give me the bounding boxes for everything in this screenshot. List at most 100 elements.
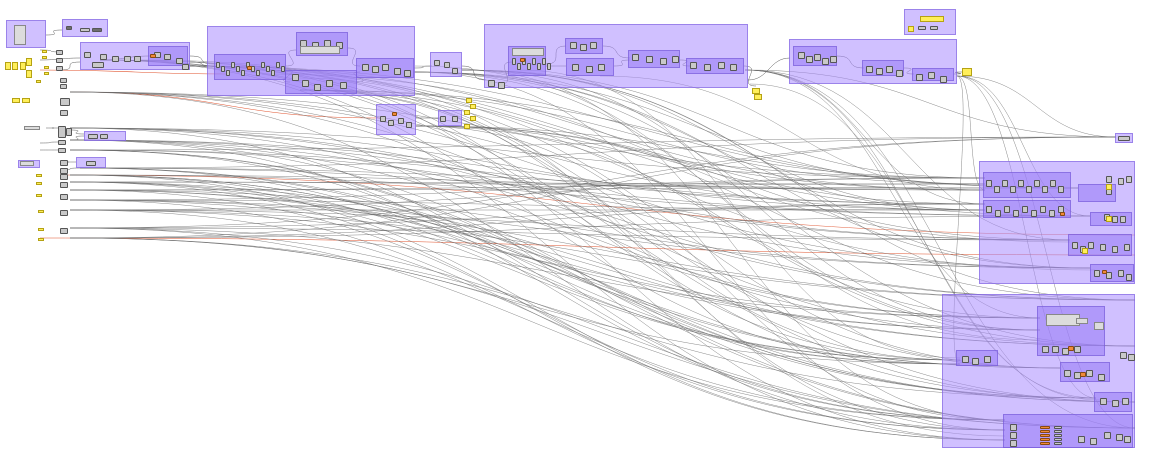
yellow-panel[interactable] (1106, 184, 1112, 190)
component-node[interactable] (1058, 186, 1064, 193)
component-node[interactable] (92, 28, 102, 32)
yellow-panel[interactable] (22, 98, 30, 103)
component-node[interactable] (302, 80, 309, 87)
component-node[interactable] (1042, 346, 1049, 353)
component-node[interactable] (798, 52, 805, 59)
component-node[interactable] (1094, 270, 1100, 277)
component-node[interactable] (488, 80, 495, 87)
component-node[interactable] (1062, 348, 1069, 355)
component-node[interactable] (216, 62, 220, 68)
panel-node[interactable] (1046, 314, 1080, 326)
component-node[interactable] (1022, 206, 1028, 213)
component-node[interactable] (176, 58, 183, 64)
yellow-panel[interactable] (26, 58, 32, 66)
component-node[interactable] (56, 58, 63, 63)
component-node[interactable] (1106, 176, 1112, 183)
subgroup-ana-1[interactable] (983, 172, 1071, 198)
yellow-panel[interactable] (26, 70, 32, 78)
yellow-panel[interactable] (470, 116, 476, 121)
component-node[interactable] (86, 161, 96, 166)
component-node[interactable] (672, 56, 679, 63)
component-node[interactable] (1122, 398, 1129, 405)
slider-node[interactable] (44, 66, 49, 69)
component-node[interactable] (100, 54, 107, 60)
component-node[interactable] (1080, 372, 1086, 377)
component-node[interactable] (60, 174, 68, 180)
param-image-node[interactable] (14, 25, 26, 45)
component-node[interactable] (704, 64, 711, 71)
component-node[interactable] (60, 110, 68, 116)
component-node[interactable] (66, 128, 72, 136)
component-node[interactable] (1004, 206, 1010, 213)
component-node[interactable] (1049, 210, 1055, 217)
component-node[interactable] (58, 148, 66, 153)
component-node[interactable] (1013, 210, 1019, 217)
component-node[interactable] (598, 64, 605, 71)
component-node[interactable] (1090, 438, 1097, 445)
component-node[interactable] (1118, 270, 1124, 277)
component-node[interactable] (547, 63, 551, 70)
component-node[interactable] (876, 68, 883, 75)
component-node[interactable] (380, 116, 386, 122)
component-node[interactable] (830, 56, 837, 63)
component-node[interactable] (236, 66, 240, 72)
component-node[interactable] (632, 54, 639, 61)
component-node[interactable] (440, 116, 446, 122)
component-node[interactable] (60, 160, 68, 166)
component-node[interactable] (247, 66, 252, 70)
slider-node[interactable] (36, 80, 41, 83)
component-node[interactable] (590, 42, 597, 49)
component-node[interactable] (1040, 442, 1050, 445)
slider-node[interactable] (38, 228, 44, 231)
component-node[interactable] (1054, 430, 1062, 433)
component-node[interactable] (1010, 424, 1017, 431)
component-node[interactable] (527, 63, 531, 70)
component-node[interactable] (261, 62, 265, 68)
component-node[interactable] (56, 50, 63, 55)
component-node[interactable] (1100, 244, 1106, 251)
component-node[interactable] (452, 68, 458, 74)
component-node[interactable] (314, 84, 321, 91)
component-node[interactable] (572, 64, 579, 71)
component-node[interactable] (80, 28, 90, 32)
component-node[interactable] (498, 82, 505, 89)
component-node[interactable] (60, 168, 68, 174)
subgroup-res-5[interactable] (1003, 414, 1133, 448)
component-node[interactable] (1088, 242, 1094, 249)
component-node[interactable] (972, 358, 979, 365)
component-node[interactable] (1126, 176, 1132, 183)
component-node[interactable] (1054, 442, 1062, 445)
slider-node[interactable] (42, 50, 47, 53)
component-node[interactable] (112, 56, 119, 62)
subgroup-ana-6[interactable] (1090, 264, 1134, 282)
yellow-panel[interactable] (752, 88, 760, 94)
component-node[interactable] (292, 74, 299, 81)
component-node[interactable] (928, 72, 935, 79)
component-node[interactable] (646, 56, 653, 63)
component-node[interactable] (1086, 370, 1093, 377)
yellow-panel[interactable] (920, 16, 944, 22)
component-node[interactable] (1116, 434, 1123, 441)
component-node[interactable] (58, 126, 66, 138)
component-node[interactable] (1112, 246, 1118, 253)
component-node[interactable] (182, 64, 189, 70)
component-node[interactable] (1040, 438, 1050, 441)
component-node[interactable] (962, 356, 969, 363)
component-node[interactable] (1031, 210, 1037, 217)
component-node[interactable] (1054, 438, 1062, 441)
component-node[interactable] (434, 60, 440, 66)
component-node[interactable] (266, 66, 270, 72)
panel-node[interactable] (1076, 318, 1088, 324)
yellow-panel[interactable] (466, 98, 472, 103)
component-node[interactable] (1040, 434, 1050, 437)
component-node[interactable] (221, 66, 225, 72)
slider-node[interactable] (36, 194, 42, 197)
yellow-panel[interactable] (754, 94, 762, 100)
component-node[interactable] (1060, 212, 1065, 216)
component-node[interactable] (1040, 206, 1046, 213)
slider-node[interactable] (38, 238, 44, 241)
component-node[interactable] (372, 66, 379, 73)
component-node[interactable] (1054, 426, 1062, 429)
yellow-panel[interactable] (464, 110, 470, 115)
component-node[interactable] (164, 54, 171, 60)
